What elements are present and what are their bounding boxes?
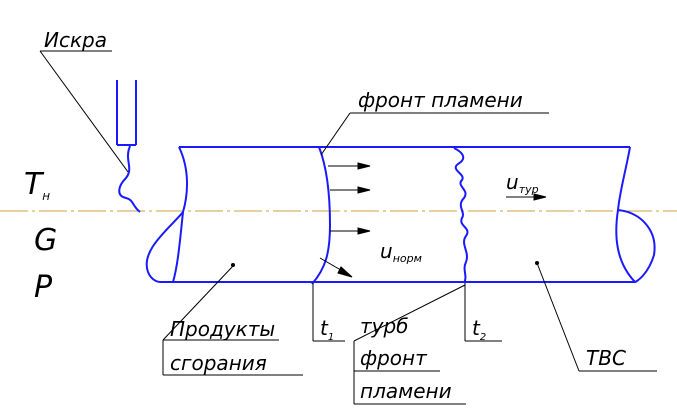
normal-velocity-arrows <box>319 162 371 278</box>
spark-discharge <box>118 145 141 213</box>
turb-label-line1: турб <box>360 314 409 338</box>
TH-main: T <box>24 167 45 202</box>
t1-main: t <box>320 316 329 340</box>
turbulent-flame-front <box>453 147 469 284</box>
u-norm-label: uнорм <box>380 239 422 265</box>
t1-sub: 1 <box>328 332 334 343</box>
u-norm-main: u <box>380 239 393 263</box>
turbulent-velocity-arrow <box>506 193 547 201</box>
flame-front-label: фронт пламени <box>358 88 523 112</box>
turb-label-line3: пламени <box>360 379 452 403</box>
TH-sub: Н <box>42 192 50 203</box>
spark-electrode <box>116 80 137 146</box>
u-turb-label: uтур <box>506 170 539 196</box>
t2-sub: 2 <box>480 332 486 343</box>
turb-label-line2: фронт <box>360 346 428 370</box>
TH-label: TН <box>24 167 50 203</box>
P-label: P <box>34 270 53 305</box>
u-norm-sub: норм <box>393 252 422 265</box>
u-turb-main: u <box>506 170 519 194</box>
spark-label: Искра <box>44 28 107 52</box>
tvs-label: ТВС <box>586 346 626 370</box>
products-label-line2: сгорания <box>170 351 267 375</box>
laminar-flame-front <box>311 146 332 285</box>
products-label-line1: Продукты <box>170 317 275 341</box>
t2-main: t <box>472 316 481 340</box>
leader-dots <box>231 261 539 267</box>
tube-outline <box>145 146 656 283</box>
leader-lines <box>39 50 657 405</box>
t1-label: t1 <box>320 316 334 343</box>
G-label: G <box>34 223 57 258</box>
t2-label: t2 <box>472 316 486 343</box>
u-turb-sub: тур <box>519 183 539 196</box>
